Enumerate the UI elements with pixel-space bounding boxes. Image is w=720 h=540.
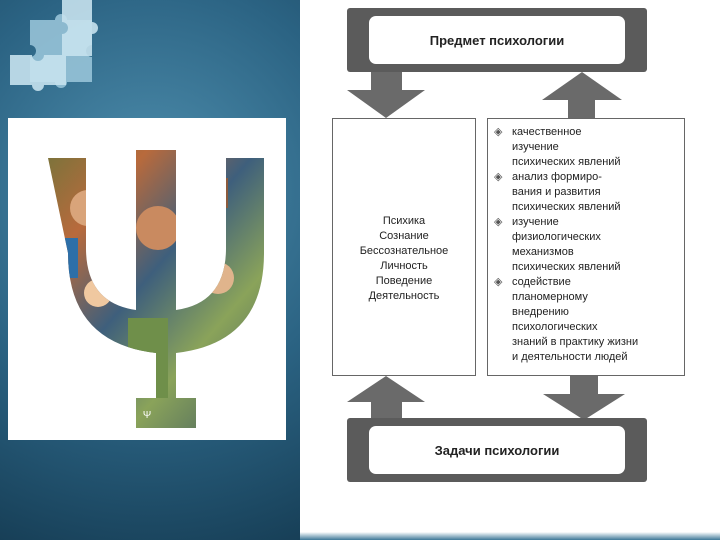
subject-header: Предмет психологии bbox=[347, 8, 647, 72]
diamond-bullet-icon: ◈ bbox=[494, 170, 502, 185]
tasks-list-box: ◈качественное изучение психических явлен… bbox=[487, 118, 685, 376]
tasks-header: Задачи психологии bbox=[347, 418, 647, 482]
subject-items: Психика Сознание Бессознательное Личност… bbox=[333, 214, 475, 304]
task-item: ◈изучение физиологических механизмов пси… bbox=[494, 215, 680, 275]
tasks-title: Задачи психологии bbox=[369, 426, 625, 474]
subject-item: Бессознательное bbox=[333, 244, 475, 259]
subject-item: Психика bbox=[333, 214, 475, 229]
down-arrow-top bbox=[347, 72, 425, 118]
tasks-list: ◈качественное изучение психических явлен… bbox=[488, 119, 684, 365]
subject-item: Поведение bbox=[333, 274, 475, 289]
diamond-bullet-icon: ◈ bbox=[494, 125, 502, 140]
task-item: ◈содействие планомерному внедрению психо… bbox=[494, 275, 680, 365]
up-arrow-bottom bbox=[347, 376, 425, 420]
subject-item: Личность bbox=[333, 259, 475, 274]
diamond-bullet-icon: ◈ bbox=[494, 215, 502, 230]
up-arrow-top bbox=[542, 72, 622, 118]
subject-item: Деятельность bbox=[333, 289, 475, 304]
subject-title: Предмет психологии bbox=[369, 16, 625, 64]
task-item: ◈качественное изучение психических явлен… bbox=[494, 125, 680, 170]
task-item: ◈анализ формиро- вания и развития психич… bbox=[494, 170, 680, 215]
down-arrow-bottom bbox=[543, 376, 625, 420]
subject-item: Сознание bbox=[333, 229, 475, 244]
diamond-bullet-icon: ◈ bbox=[494, 275, 502, 290]
subject-list-box: Психика Сознание Бессознательное Личност… bbox=[332, 118, 476, 376]
